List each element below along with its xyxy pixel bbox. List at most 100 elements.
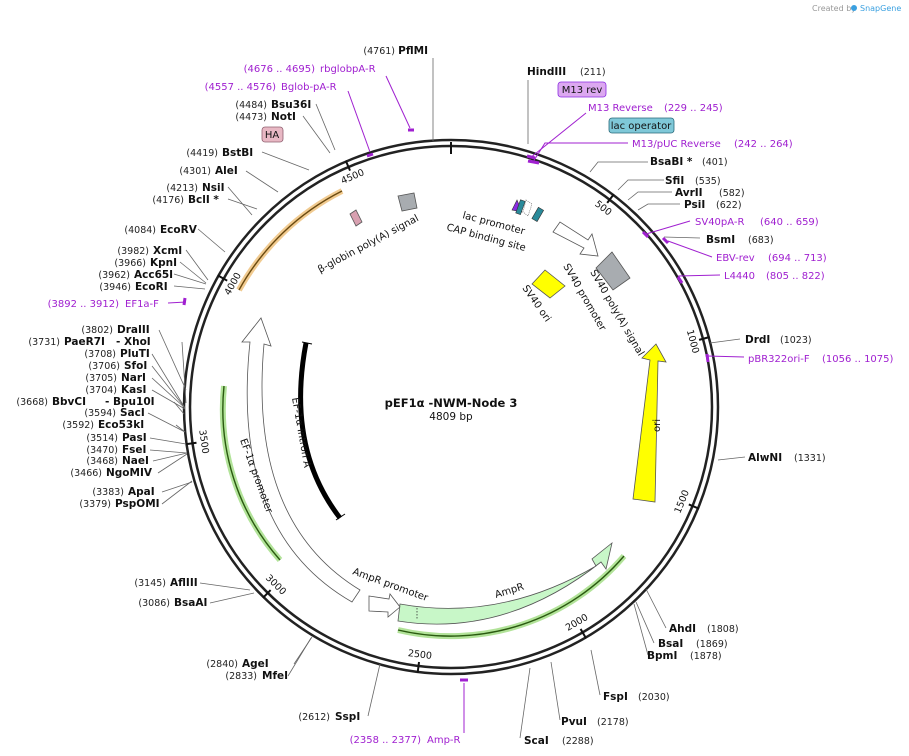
primer-range: (805 .. 822) [766, 271, 825, 282]
site-name: NarI [121, 372, 146, 384]
m13-rev-label: M13 rev [562, 85, 603, 96]
site-pos: (2178) [597, 717, 629, 728]
site-pos: (1331) [794, 453, 826, 464]
plasmid-length: 4809 bp [429, 411, 473, 423]
tick-mark [262, 589, 272, 599]
primer-name: pBR322ori-F [748, 354, 810, 365]
site-pos: (3383) [92, 487, 124, 498]
site-name: AvrII [675, 187, 703, 199]
primer-name: M13/pUC Reverse [632, 139, 721, 150]
site-pos: (2030) [638, 692, 670, 703]
ha-feature [349, 209, 363, 227]
site-pos: (4761) [363, 46, 395, 57]
site-name: PflMI [398, 45, 428, 57]
left-site-labels: PflMI(4761) SspI(2612) AgeI(2840) MfeI(2… [16, 45, 428, 723]
site-pos: (3379) [79, 499, 111, 510]
site-name: ScaI [524, 735, 549, 747]
site-pos: (3706) [88, 361, 120, 372]
site-leaders [147, 58, 746, 739]
site-name: NotI [271, 111, 296, 123]
beta-globin-polyA-box [397, 192, 418, 212]
primer-name: L4440 [724, 271, 755, 282]
site-name: BpmI [647, 650, 677, 662]
site-name: ApaI [128, 486, 155, 498]
site-pos: (3708) [84, 349, 116, 360]
tick-label: 2500 [407, 648, 432, 662]
site-name: KpnI [150, 257, 177, 269]
site-extra: - XhoI [116, 336, 151, 348]
site-name: BclI * [188, 194, 219, 206]
ampr-feature [397, 541, 613, 625]
site-pos: (3802) [81, 325, 113, 336]
tick-label: 1000 [684, 329, 701, 355]
ef1a-intron-start [301, 341, 313, 345]
site-name: DraIII [117, 324, 150, 336]
sv40-ori-feature [531, 269, 566, 299]
ef1a-promoter-feature [241, 317, 361, 603]
tick-mark [606, 193, 615, 204]
ef1a-intron-end [335, 513, 346, 521]
beta-globin-label: β-globin poly(A) signal [316, 213, 420, 276]
primer-name: EF1a-F [125, 299, 159, 310]
site-pos: (3514) [86, 433, 118, 444]
site-name: NgoMIV [106, 467, 153, 479]
site-pos: (3966) [114, 258, 146, 269]
ha-box [261, 126, 284, 143]
site-name: SacI [120, 407, 145, 419]
site-pos: (3594) [84, 408, 116, 419]
orange-orf-glow [236, 188, 344, 292]
sv40-polyA-feature [595, 251, 631, 291]
site-pos: (4301) [179, 166, 211, 177]
site-pos: (4419) [186, 148, 218, 159]
site-name: BsaAI [174, 597, 207, 609]
primer-labels: rbglobpA-R(4676 .. 4695) Bglob-pA-R(4557… [48, 64, 894, 746]
primer-range: (229 .. 245) [664, 103, 723, 114]
primer-name: Bglob-pA-R [281, 82, 337, 93]
primer-range: (4676 .. 4695) [244, 64, 316, 75]
site-name: PvuI [561, 716, 587, 728]
site-pos: (3668) [16, 397, 48, 408]
site-pos: (535) [695, 176, 721, 187]
primer-name: EBV-rev [716, 253, 755, 264]
tick-mark [579, 628, 587, 639]
site-pos: (3468) [86, 456, 118, 467]
site-name: AlwNI [748, 452, 782, 464]
site-name: PasI [122, 432, 147, 444]
site-pos: (3086) [138, 598, 170, 609]
ampr-promoter-feature [368, 593, 401, 618]
primer-range: (3892 .. 3912) [48, 299, 120, 310]
primer-range: (640 .. 659) [760, 217, 819, 228]
site-pos: (3962) [98, 270, 130, 281]
ampr-orf-line [397, 555, 625, 637]
primer-range: (1056 .. 1075) [822, 354, 894, 365]
tick-mark [185, 441, 197, 446]
ef1a-intron-feature [298, 342, 342, 520]
site-name: BsaBI * [650, 156, 693, 168]
site-pos: (2833) [225, 671, 257, 682]
site-name: FspI [603, 691, 628, 703]
m13-rev-box [557, 81, 607, 98]
site-name: SspI [335, 711, 360, 723]
tick-mark [217, 274, 228, 282]
site-name: PsiI [684, 199, 705, 211]
site-pos: (3946) [99, 282, 131, 293]
primer-name: M13 Reverse [588, 103, 653, 114]
site-name: BbvCI [52, 396, 86, 408]
site-pos: (4484) [235, 100, 267, 111]
site-pos: (1808) [707, 624, 739, 635]
credit-prefix: Created by [812, 4, 856, 13]
site-pos: (3466) [70, 468, 102, 479]
primer-name: rbglobpA-R [320, 64, 376, 75]
site-name: NsiI [202, 182, 225, 194]
ha-label: HA [265, 130, 280, 141]
lac-operator-label: lac operator [611, 121, 672, 132]
primer-name: Amp-R [427, 735, 461, 746]
site-name: AleI [215, 165, 238, 177]
site-pos: (3592) [62, 420, 94, 431]
site-pos: (1869) [696, 639, 728, 650]
plasmid-name: pEF1α -NWM-Node 3 [385, 396, 518, 410]
site-name: AflIII [170, 577, 198, 589]
site-name: BsaI [658, 638, 683, 650]
primer-marks [182, 128, 710, 682]
